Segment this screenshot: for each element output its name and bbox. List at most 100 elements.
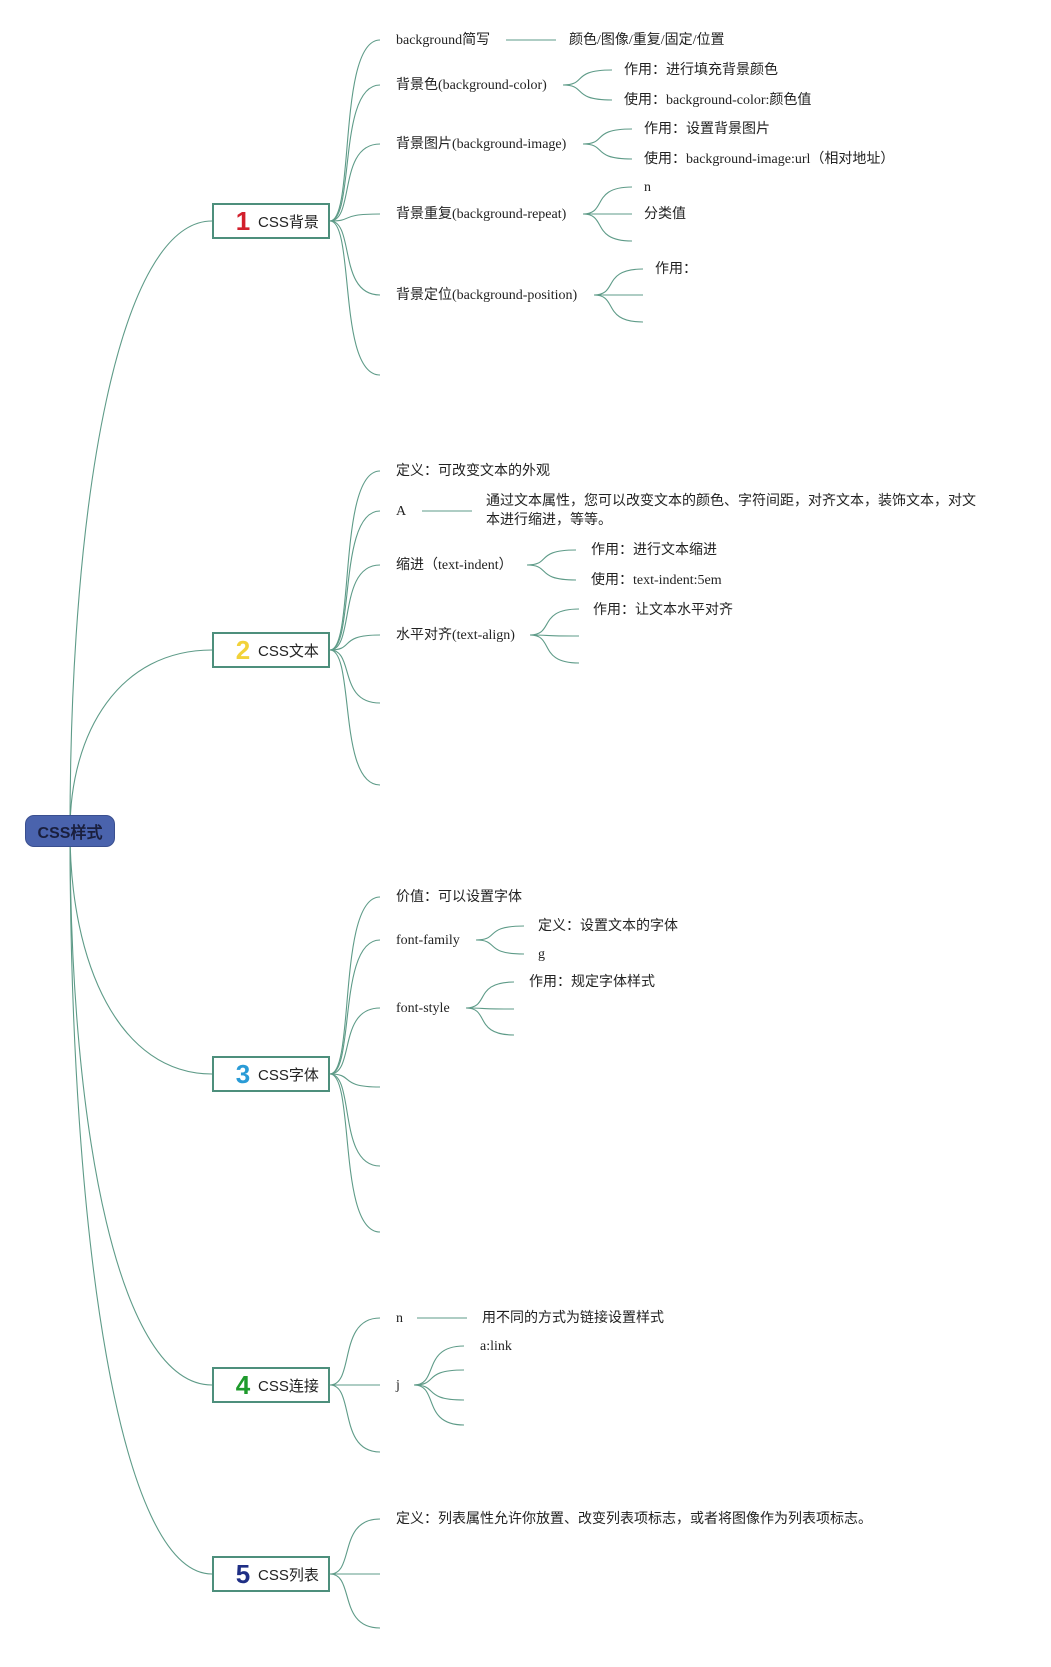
node-text-indent[interactable]: 缩进（text-indent）	[396, 558, 513, 573]
node-list-definition[interactable]: 定义：列表属性允许你放置、改变列表项标志，或者将图像作为列表项标志。	[396, 1512, 872, 1527]
bg-pos-link-3	[593, 294, 644, 323]
root-link-4	[69, 830, 213, 1386]
node-background-image-usage[interactable]: 使用：background-image:url（相对地址）	[644, 152, 895, 167]
node-text-indent-usage[interactable]: 使用：text-indent:5em	[591, 573, 722, 588]
bg-color-link-2	[562, 84, 613, 101]
link-j-link-1	[413, 1369, 465, 1386]
node-font-value[interactable]: 价值：可以设置字体	[396, 890, 522, 905]
bg-link-3	[329, 213, 381, 222]
node-text-a[interactable]: A	[396, 504, 407, 519]
node-font-style-effect[interactable]: 作用：规定字体样式	[529, 975, 655, 990]
font-link-4	[329, 1073, 381, 1167]
font-link-1	[329, 939, 381, 1075]
topic-css-text[interactable]: 2 CSS文本	[212, 632, 330, 668]
root-node[interactable]: CSS样式	[25, 815, 115, 847]
topic-css-link[interactable]: 4 CSS连接	[212, 1367, 330, 1403]
node-font-style[interactable]: font-style	[396, 1001, 450, 1016]
font-style-link-3	[465, 1007, 515, 1036]
node-background-repeat-n[interactable]: n	[644, 180, 651, 195]
node-link-n-description[interactable]: 用不同的方式为链接设置样式	[482, 1311, 664, 1326]
bg-image-link-2	[582, 143, 633, 160]
text-align-link-3	[529, 634, 580, 664]
text-align-link-2	[529, 634, 580, 637]
bg-pos-link-1	[593, 268, 644, 296]
bg-link-4	[329, 220, 381, 296]
topic-label-background: CSS背景	[258, 213, 319, 231]
font-link-2	[329, 1007, 381, 1075]
node-font-family[interactable]: font-family	[396, 933, 460, 948]
node-background-image[interactable]: 背景图片(background-image)	[396, 137, 567, 152]
node-background-image-effect[interactable]: 作用：设置背景图片	[644, 122, 770, 137]
font-link-3	[329, 1073, 381, 1088]
bg-link-2	[329, 143, 381, 222]
bg-link-1	[329, 84, 381, 222]
node-text-indent-effect[interactable]: 作用：进行文本缩进	[591, 543, 717, 558]
text-link-4	[329, 649, 381, 704]
topic-css-background[interactable]: 1 CSS背景	[212, 203, 330, 239]
topic-number-4: 4	[235, 1370, 251, 1400]
root-label: CSS样式	[37, 825, 103, 842]
text-link-5	[329, 649, 381, 786]
topic-label-link: CSS连接	[258, 1377, 319, 1395]
bg-link-0	[329, 39, 381, 222]
topic-label-font: CSS字体	[258, 1066, 319, 1084]
node-background-repeat-classes[interactable]: 分类值	[644, 207, 686, 222]
root-link-2	[69, 649, 213, 832]
topic-label-text: CSS文本	[258, 642, 319, 660]
node-background-color-effect[interactable]: 作用：进行填充背景颜色	[624, 63, 778, 78]
font-style-link-2	[465, 1007, 515, 1010]
link-j-link-3	[413, 1384, 465, 1426]
node-link-j[interactable]: j	[396, 1378, 400, 1393]
bg-color-link-1	[562, 69, 613, 86]
node-font-family-definition[interactable]: 定义：设置文本的字体	[538, 919, 678, 934]
topic-number-1: 1	[235, 206, 251, 236]
topic-number-3: 3	[235, 1059, 251, 1089]
link-link-2	[329, 1384, 381, 1453]
node-background-color-usage[interactable]: 使用：background-color:颜色值	[624, 93, 812, 108]
root-link-1	[69, 220, 213, 832]
font-link-0	[329, 896, 381, 1075]
node-font-family-g[interactable]: g	[538, 947, 545, 962]
node-link-a-link[interactable]: a:link	[480, 1339, 512, 1354]
node-link-n[interactable]: n	[396, 1311, 403, 1326]
text-align-link-1	[529, 608, 580, 636]
text-indent-link-1	[526, 549, 577, 566]
topic-css-list[interactable]: 5 CSS列表	[212, 1556, 330, 1592]
node-text-align[interactable]: 水平对齐(text-align)	[396, 628, 515, 643]
list-link-2	[329, 1573, 381, 1629]
topic-css-font[interactable]: 3 CSS字体	[212, 1056, 330, 1092]
bg-image-link-1	[582, 128, 633, 145]
font-family-link-1	[475, 925, 525, 941]
text-link-1	[329, 510, 381, 651]
bg-repeat-link-3	[582, 213, 633, 242]
text-link-0	[329, 470, 381, 651]
node-background-shorthand[interactable]: background简写	[396, 33, 491, 48]
topic-number-5: 5	[235, 1559, 251, 1589]
font-style-link-1	[465, 981, 515, 1009]
node-text-definition[interactable]: 定义：可改变文本的外观	[396, 464, 550, 479]
node-background-position-effect[interactable]: 作用：	[655, 262, 697, 277]
link-j-link-2	[413, 1384, 465, 1401]
root-link-5	[69, 830, 213, 1575]
root-link-3	[69, 830, 213, 1075]
text-link-3	[329, 634, 381, 651]
list-link-0	[329, 1518, 381, 1575]
font-link-5	[329, 1073, 381, 1233]
node-background-position[interactable]: 背景定位(background-position)	[396, 288, 578, 303]
bg-repeat-link-1	[582, 186, 633, 215]
node-background-shorthand-value[interactable]: 颜色/图像/重复/固定/位置	[569, 33, 725, 48]
bg-link-5	[329, 220, 381, 376]
node-background-color[interactable]: 背景色(background-color)	[396, 78, 547, 93]
link-j-link-0	[413, 1345, 465, 1386]
node-background-repeat[interactable]: 背景重复(background-repeat)	[396, 207, 567, 222]
text-indent-link-2	[526, 564, 577, 581]
topic-number-2: 2	[235, 635, 251, 665]
link-link-0	[329, 1317, 381, 1386]
topic-label-list: CSS列表	[258, 1566, 319, 1584]
node-text-a-description[interactable]: 通过文本属性，您可以改变文本的颜色、字符间距，对齐文本，装饰文本，对文本进行缩进…	[486, 494, 976, 528]
font-family-link-2	[475, 939, 525, 955]
node-text-align-effect[interactable]: 作用：让文本水平对齐	[593, 603, 733, 618]
text-link-2	[329, 564, 381, 651]
